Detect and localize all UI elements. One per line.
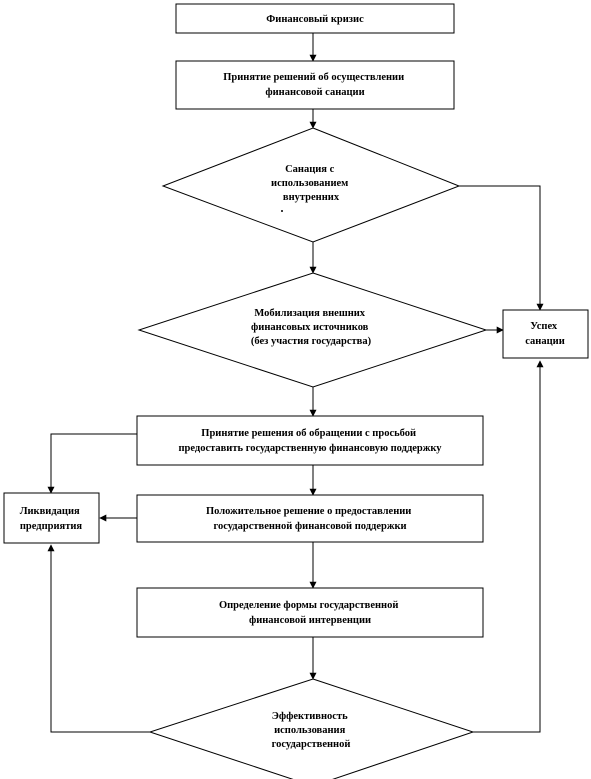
node-financial-crisis: Финансовый кризис (175, 3, 455, 34)
connectors (47, 33, 544, 733)
node-efficiency: Эффективность использования государствен… (148, 678, 475, 779)
node-external-mobilization: Мобилизация внешних финансовых источнико… (137, 272, 488, 388)
node-state-support-request-label: Принятие решения об обращении с просьбой… (178, 428, 442, 454)
node-state-support-request: Принятие решения об обращении с просьбой… (136, 415, 484, 466)
node-positive-decision-label: Положительное решение о предоставлении г… (206, 506, 414, 532)
node-external-mobilization-label: Мобилизация внешних финансовых источнико… (251, 308, 372, 347)
node-intervention-form-label: Определение формы государственной финанс… (219, 600, 401, 626)
arrow-internal-to-success (459, 185, 544, 311)
node-liquidation: Ликвидация предприятия (3, 492, 100, 544)
arrow-request-to-liquidation (47, 433, 137, 494)
node-liquidation-label: Ликвидация предприятия (20, 506, 83, 532)
node-efficiency-label: Эффективность использования государствен… (272, 711, 351, 750)
arrow-efficiency-to-liquidation (47, 544, 150, 733)
node-financial-crisis-label: Финансовый кризис (266, 14, 364, 25)
node-sanation-success-label: Успех санации (525, 321, 565, 347)
node-intervention-form: Определение формы государственной финанс… (136, 587, 484, 638)
node-positive-decision: Положительное решение о предоставлении г… (136, 494, 484, 543)
stray-dot (281, 210, 283, 212)
node-internal-sanation-label: Санация с использованием внутренних (271, 164, 351, 203)
node-internal-sanation: Санация с использованием внутренних (161, 127, 461, 243)
node-sanation-decision-label: Принятие решений об осуществлении финанс… (223, 72, 407, 98)
node-sanation-success: Успех санации (502, 309, 589, 359)
node-sanation-decision: Принятие решений об осуществлении финанс… (175, 60, 455, 110)
arrow-efficiency-to-success (473, 360, 544, 733)
